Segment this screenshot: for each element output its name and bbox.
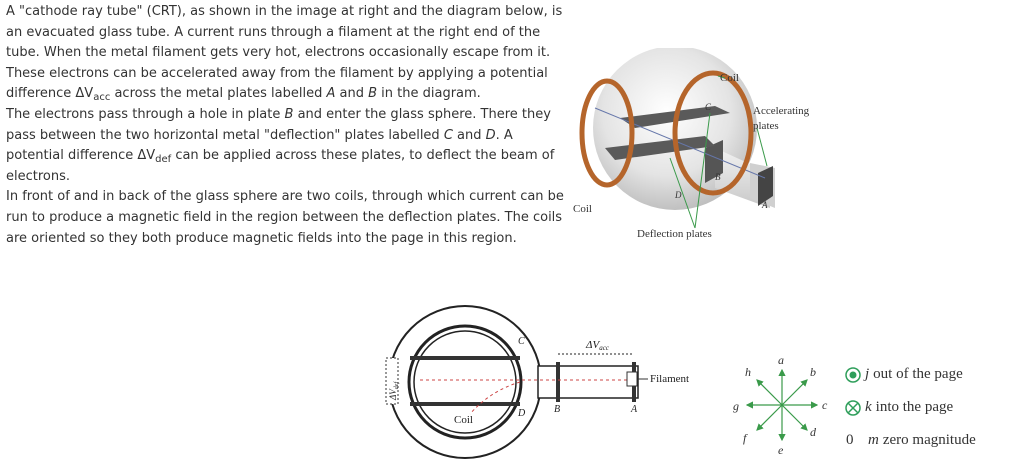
schematic-label-filament: Filament bbox=[650, 373, 689, 385]
leader-deflection-1 bbox=[669, 157, 696, 229]
dv-def-box bbox=[385, 357, 399, 405]
schematic-deflected-beam bbox=[469, 381, 521, 415]
cross-circle-icon bbox=[845, 399, 861, 416]
schematic-label-dv-def: ΔVdef bbox=[388, 381, 400, 401]
schematic-plate-b bbox=[556, 362, 560, 402]
coil-front bbox=[672, 70, 754, 196]
schematic-label-dv-acc: ΔVacc bbox=[585, 339, 610, 352]
coil-back bbox=[579, 78, 635, 188]
label-plate-a: A bbox=[761, 200, 768, 210]
legend-row-k: k into the page bbox=[843, 391, 976, 424]
label-coil-left: Coil bbox=[573, 203, 592, 215]
zero-symbol: 0 bbox=[846, 432, 854, 448]
arrow-f bbox=[756, 404, 783, 431]
arrow-d bbox=[781, 404, 808, 431]
compass-g: g bbox=[733, 399, 739, 413]
compass-a: a bbox=[778, 353, 784, 367]
schematic-coil-inner bbox=[413, 330, 517, 434]
plate-b-shape bbox=[705, 140, 723, 183]
label-plate-d: D bbox=[674, 190, 682, 200]
schematic-plate-d bbox=[410, 402, 520, 406]
schematic-label-c: C bbox=[518, 336, 525, 347]
schematic-coil-outer bbox=[407, 324, 523, 440]
problem-description: A "cathode ray tube" (CRT), as shown in … bbox=[6, 2, 566, 249]
compass-f: f bbox=[743, 431, 748, 445]
leader-coil-top bbox=[717, 75, 726, 79]
compass-c: c bbox=[822, 398, 828, 412]
schematic-label-b: B bbox=[554, 404, 560, 415]
compass-b: b bbox=[810, 365, 816, 379]
legend-row-j: j out of the page bbox=[843, 358, 976, 391]
crt-illustration: Coil Coil Accelerating plates Deflection… bbox=[573, 48, 810, 240]
direction-legend: j out of the page k into the page 0 m ze… bbox=[843, 358, 976, 457]
compass-e: e bbox=[778, 443, 784, 457]
leader-accel bbox=[756, 127, 768, 167]
schematic-filament bbox=[626, 371, 638, 387]
label-plate-c: C bbox=[705, 102, 712, 112]
label-coil-top: Coil bbox=[720, 72, 739, 84]
label-plate-b: B bbox=[715, 172, 721, 182]
schematic-plate-c bbox=[410, 356, 520, 360]
paragraph-2: The electrons pass through a hole in pla… bbox=[6, 106, 555, 184]
paragraph-3: In front of and in back of the glass sph… bbox=[6, 189, 564, 246]
delta-v-acc: ΔVacc bbox=[75, 86, 111, 104]
beam-line bbox=[594, 107, 766, 179]
schematic-label-d: D bbox=[517, 408, 526, 419]
schematic-label-coil: Coil bbox=[454, 414, 473, 426]
schematic-outer-sphere bbox=[388, 305, 542, 459]
legend-row-m: 0 m zero magnitude bbox=[843, 424, 976, 457]
paragraph-1: A "cathode ray tube" (CRT), as shown in … bbox=[6, 4, 563, 104]
crt-schematic: Coil Filament ΔVacc ΔVdef C D B A bbox=[385, 305, 689, 459]
schematic-neck bbox=[537, 365, 639, 399]
dot-circle-icon bbox=[845, 366, 861, 383]
compass-d: d bbox=[810, 425, 817, 439]
schematic-label-a: A bbox=[630, 404, 638, 415]
label-plates: plates bbox=[753, 120, 779, 132]
leader-deflection-2 bbox=[694, 112, 711, 229]
arrow-b bbox=[781, 379, 808, 406]
direction-compass: a b c d e f g h bbox=[733, 353, 828, 457]
label-deflection-plates: Deflection plates bbox=[637, 228, 712, 240]
delta-v-def: ΔVdef bbox=[137, 148, 172, 166]
plate-a-shape bbox=[758, 166, 773, 206]
label-accelerating: Accelerating bbox=[753, 105, 810, 117]
arrow-h bbox=[756, 379, 783, 406]
compass-h: h bbox=[745, 365, 751, 379]
